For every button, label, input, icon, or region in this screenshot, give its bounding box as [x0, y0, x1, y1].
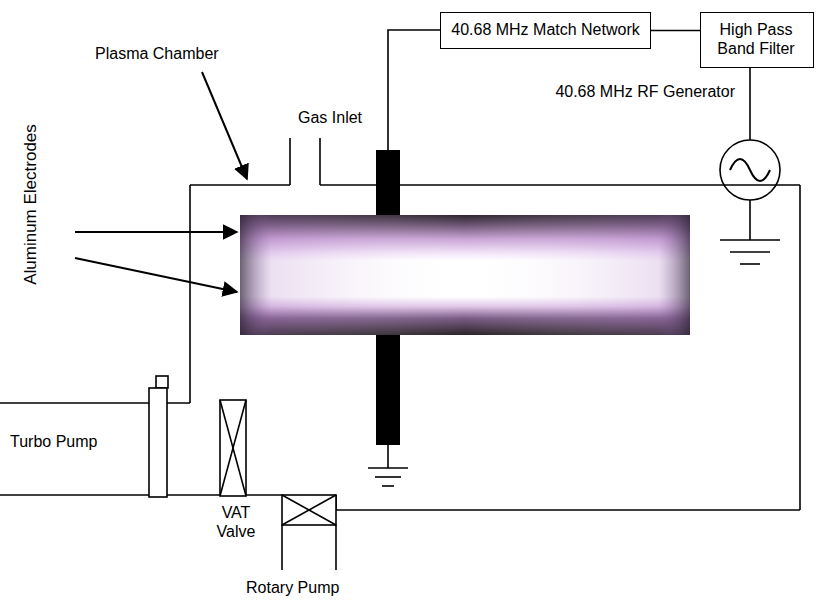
gas-inlet-pipe [319, 138, 321, 185]
pump-symbols [149, 376, 336, 525]
leader-arrow [75, 258, 237, 292]
ground-symbol [368, 467, 408, 469]
ground-symbol [730, 251, 770, 253]
component-box: 40.68 MHz Match Network [440, 12, 651, 49]
leader-arrows [75, 72, 247, 292]
part-label: Plasma Chamber [95, 44, 219, 63]
part-label: VAT Valve [204, 503, 268, 541]
chamber-wall [799, 185, 801, 510]
rf-wire [388, 30, 445, 150]
ground-symbol [382, 485, 394, 487]
chamber-wall [190, 184, 290, 186]
part-label: Turbo Pump [10, 432, 97, 451]
wiring [368, 30, 780, 486]
wire-connector [651, 30, 700, 32]
rotary-pipe [281, 525, 283, 570]
chamber-wall [336, 509, 800, 511]
vat-valve-symbol [220, 400, 246, 496]
turbo-pump-body [149, 388, 167, 497]
ground-symbol [720, 239, 780, 241]
rotary-valve-cross [282, 495, 336, 525]
box-label: 40.68 MHz Match Network [450, 20, 641, 39]
rotary-pipe [335, 525, 337, 570]
plasma-glow [240, 215, 690, 335]
part-label: Gas Inlet [298, 108, 362, 127]
rotary-valve-cross [282, 495, 336, 525]
leader-arrow [75, 231, 237, 233]
rf-generator-symbol [720, 140, 780, 200]
vat-valve-cross [220, 400, 246, 496]
box-label: High Pass Band Filter [710, 20, 802, 58]
electrode-rod [376, 150, 400, 215]
chamber-wall [0, 138, 800, 570]
leader-arrow [202, 72, 247, 179]
ground-wire [749, 200, 751, 240]
gas-inlet-pipe [289, 138, 291, 185]
sine-symbol [730, 159, 770, 181]
part-label: Rotary Pump [246, 578, 339, 597]
component-box: High Pass Band Filter [700, 12, 814, 68]
ground-wire [387, 445, 389, 468]
plasma-glow [240, 215, 690, 335]
rotary-valve-symbol [282, 495, 336, 525]
plasma-glow [240, 215, 690, 335]
turbo-pump-cap [156, 376, 168, 388]
electrode-rod [376, 335, 400, 445]
part-label: 40.68 MHz RF Generator [555, 82, 735, 101]
ground-symbol [375, 476, 401, 478]
ground-symbol [740, 263, 760, 265]
chamber-wall [189, 185, 191, 403]
part-label: Aluminum Electrodes [21, 115, 40, 295]
electrode-rods [376, 150, 400, 445]
vat-valve-cross [220, 400, 246, 496]
